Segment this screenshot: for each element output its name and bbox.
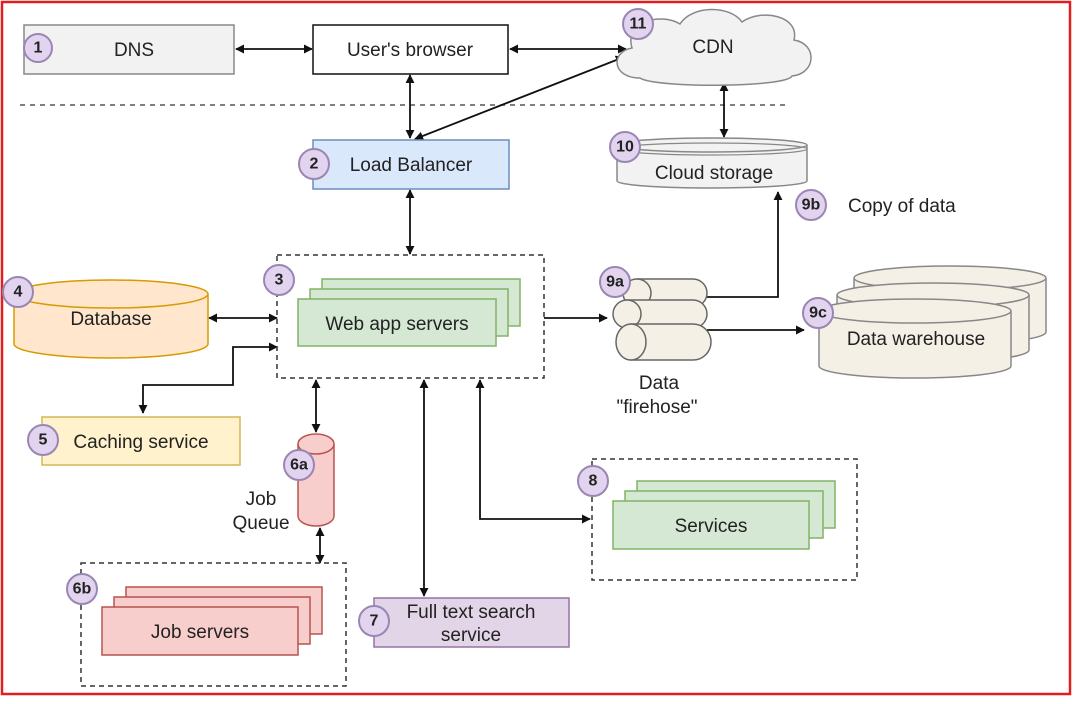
full-text-search-label-line2: service bbox=[441, 625, 501, 646]
full-text-search-node: Full text search service 7 bbox=[359, 598, 569, 647]
load-balancer-label: Load Balancer bbox=[350, 155, 473, 176]
edge-firehose-cloudstorage bbox=[707, 192, 778, 297]
web-app-servers-badge-text: 3 bbox=[275, 272, 284, 289]
load-balancer-node: Load Balancer 2 bbox=[299, 140, 509, 189]
job-queue-label-line1: Job bbox=[246, 489, 277, 510]
full-text-search-badge-text: 7 bbox=[370, 613, 379, 630]
database-label: Database bbox=[70, 309, 151, 330]
job-servers-label: Job servers bbox=[151, 622, 249, 643]
cloud-storage-label: Cloud storage bbox=[655, 163, 773, 184]
edge-webapp-caching bbox=[143, 347, 277, 413]
dns-node: DNS 1 bbox=[24, 25, 234, 74]
web-app-servers-group: Web app servers 3 bbox=[264, 255, 544, 378]
services-label: Services bbox=[675, 516, 748, 537]
database-node: Database 4 bbox=[3, 277, 208, 358]
dns-label: DNS bbox=[114, 40, 154, 61]
users-browser-node: User's browser bbox=[313, 25, 508, 74]
database-badge-text: 4 bbox=[14, 284, 23, 301]
copy-of-data-label: Copy of data bbox=[848, 196, 956, 217]
cdn-node: CDN 11 bbox=[617, 9, 811, 85]
job-queue-node: Job Queue 6a bbox=[232, 434, 334, 534]
cdn-badge-text: 11 bbox=[630, 16, 647, 33]
data-warehouse-label: Data warehouse bbox=[847, 329, 985, 350]
caching-service-node: Caching service 5 bbox=[28, 417, 240, 465]
job-queue-label-line2: Queue bbox=[232, 513, 289, 534]
caching-service-badge-text: 5 bbox=[39, 432, 48, 449]
web-app-servers-label: Web app servers bbox=[325, 314, 468, 335]
firehose-label-line1: Data bbox=[639, 373, 680, 394]
dns-badge-text: 1 bbox=[34, 40, 43, 57]
firehose-badge-text: 9a bbox=[606, 274, 624, 291]
job-servers-badge-text: 6b bbox=[73, 581, 92, 598]
copy-of-data-annotation: 9b Copy of data bbox=[796, 190, 956, 220]
cdn-label: CDN bbox=[692, 37, 733, 58]
services-group: Services 8 bbox=[578, 459, 857, 580]
caching-service-label: Caching service bbox=[73, 432, 208, 453]
edge-webapp-services bbox=[480, 380, 590, 519]
full-text-search-label-line1: Full text search bbox=[407, 602, 536, 623]
load-balancer-badge-text: 2 bbox=[310, 156, 319, 173]
cloud-storage-badge-text: 10 bbox=[616, 139, 634, 156]
cloud-storage-node: Cloud storage 10 bbox=[610, 132, 807, 188]
firehose-label-line2: "firehose" bbox=[616, 397, 697, 418]
users-browser-label: User's browser bbox=[347, 40, 474, 61]
copy-of-data-badge-text: 9b bbox=[802, 197, 821, 214]
job-servers-group: Job servers 6b bbox=[67, 563, 346, 686]
data-warehouse-badge-text: 9c bbox=[809, 305, 827, 322]
data-warehouse-node: Data warehouse 9c bbox=[803, 266, 1046, 378]
services-badge-text: 8 bbox=[589, 473, 598, 490]
job-queue-badge-text: 6a bbox=[290, 457, 308, 474]
firehose-node: Data "firehose" 9a bbox=[600, 267, 711, 418]
